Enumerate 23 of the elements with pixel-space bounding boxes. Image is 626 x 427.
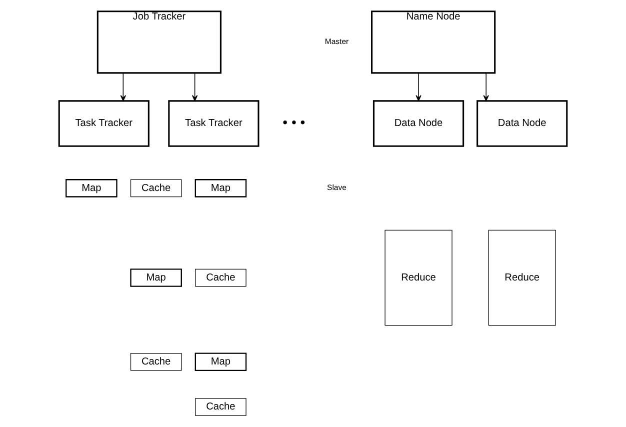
node-box: Cache — [130, 352, 182, 371]
node-box: Map — [194, 352, 247, 371]
node-box: Data Node — [476, 100, 568, 147]
arrow — [483, 72, 489, 102]
node-box: Name Node — [371, 10, 496, 74]
node-box: Task Tracker — [168, 100, 260, 147]
arrow — [120, 72, 126, 102]
node-box: Map — [194, 179, 247, 198]
node-box: Map — [130, 268, 182, 287]
node-box: Map — [66, 179, 118, 198]
node-box: Reduce — [488, 230, 556, 326]
label: • • • — [282, 114, 306, 130]
arrow — [416, 72, 422, 102]
label: Slave — [327, 183, 346, 192]
label: Master — [324, 37, 349, 46]
node-box: Cache — [130, 179, 182, 198]
node-box: Job Tracker — [96, 10, 222, 74]
arrow — [192, 72, 198, 102]
node-box: Task Tracker — [58, 100, 150, 147]
node-box: Data Node — [372, 100, 464, 147]
node-box: Cache — [195, 268, 246, 287]
node-box: Cache — [195, 398, 246, 416]
node-box: Reduce — [384, 230, 452, 326]
